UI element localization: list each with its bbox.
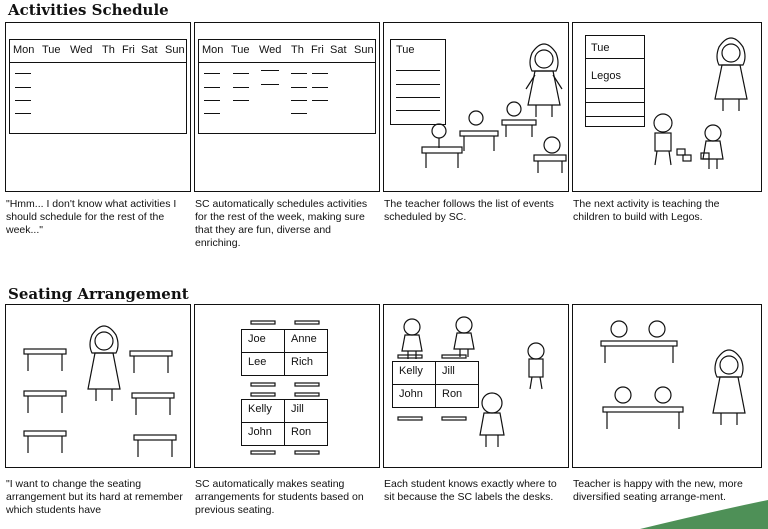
children-at-desks	[600, 320, 684, 429]
seat-label: Lee	[241, 352, 285, 376]
tuesday-schedule: Tue	[390, 39, 446, 125]
day-th: Th	[102, 44, 115, 56]
day-sat: Sat	[141, 44, 158, 56]
day-tue: Tue	[231, 44, 250, 56]
panel-seating-2: Joe Anne Lee Rich Kelly Jill John Ron	[194, 304, 380, 468]
seat-label: Ron	[284, 422, 328, 446]
children-with-legos	[653, 113, 724, 169]
schedule-day-label: Tue	[396, 44, 415, 56]
weekly-calendar-filled: Mon Tue Wed Th Fri Sat Sun	[198, 39, 376, 134]
caption-seating-1: "I want to change the seating arrangemen…	[6, 478, 183, 516]
panel-activities-2: Mon Tue Wed Th Fri Sat Sun	[194, 22, 380, 192]
panel-seating-4	[572, 304, 762, 468]
children-figures	[401, 316, 545, 447]
seat-label: Jill	[435, 361, 479, 385]
seat-label: Joe	[241, 329, 285, 353]
day-wed: Wed	[259, 44, 282, 56]
seating-arrangement-title: Seating Arrangement	[8, 285, 189, 303]
caption-activities-1: "Hmm... I don't know what activities I s…	[6, 198, 177, 236]
panel-activities-4: Tue Legos	[572, 22, 762, 192]
calendar-header: Mon Tue Wed Th Fri Sat Sun	[10, 40, 186, 63]
seated-class-drawing	[600, 320, 746, 429]
day-sat: Sat	[330, 44, 347, 56]
day-th: Th	[291, 44, 304, 56]
day-sun: Sun	[165, 44, 185, 56]
classroom-drawing	[421, 43, 567, 173]
caption-seating-4: Teacher is happy with the new, more dive…	[573, 478, 743, 503]
kids-finding-seats-drawing	[397, 316, 545, 447]
panel-activities-3: Tue	[383, 22, 569, 192]
activities-schedule-title: Activities Schedule	[8, 1, 169, 19]
panel-seating-1	[5, 304, 191, 468]
day-tue: Tue	[42, 44, 61, 56]
caption-seating-3: Each student knows exactly where to sit …	[384, 478, 557, 503]
day-mon: Mon	[13, 44, 35, 56]
desks-left	[23, 348, 67, 453]
seating-chart-bars	[250, 320, 320, 455]
children-at-desks	[421, 101, 567, 173]
day-fri: Fri	[122, 44, 135, 56]
teacher-figure	[525, 43, 563, 117]
day-sun: Sun	[354, 44, 374, 56]
seat-label: Rich	[284, 352, 328, 376]
seat-label: John	[241, 422, 285, 446]
seat-label: Kelly	[392, 361, 436, 385]
day-fri: Fri	[311, 44, 324, 56]
schedule-day-label: Tue	[591, 42, 610, 54]
day-wed: Wed	[70, 44, 93, 56]
teacher-figure	[87, 325, 121, 401]
legos-drawing	[653, 37, 748, 169]
panel-seating-3: Kelly Jill John Ron	[383, 304, 569, 468]
seat-label: Kelly	[241, 399, 285, 423]
seat-label: John	[392, 384, 436, 408]
teacher-figure	[714, 37, 748, 111]
tuesday-activity-list: Tue Legos	[585, 35, 645, 127]
seat-label: Ron	[435, 384, 479, 408]
seat-label: Anne	[284, 329, 328, 353]
caption-seating-2: SC automatically makes seating arrangeme…	[195, 478, 364, 516]
legos-activity-label: Legos	[591, 70, 621, 82]
teacher-figure	[712, 349, 746, 425]
caption-activities-3: The teacher follows the list of events s…	[384, 198, 554, 223]
seat-label: Jill	[284, 399, 328, 423]
empty-desks-drawing	[23, 325, 177, 457]
caption-activities-2: SC automatically schedules activities fo…	[195, 198, 368, 249]
panel-activities-1: Mon Tue Wed Th Fri Sat Sun	[5, 22, 191, 192]
calendar-header: Mon Tue Wed Th Fri Sat Sun	[199, 40, 375, 63]
weekly-calendar: Mon Tue Wed Th Fri Sat Sun	[9, 39, 187, 134]
caption-activities-4: The next activity is teaching the childr…	[573, 198, 720, 223]
day-mon: Mon	[202, 44, 224, 56]
desks-right	[129, 350, 177, 457]
